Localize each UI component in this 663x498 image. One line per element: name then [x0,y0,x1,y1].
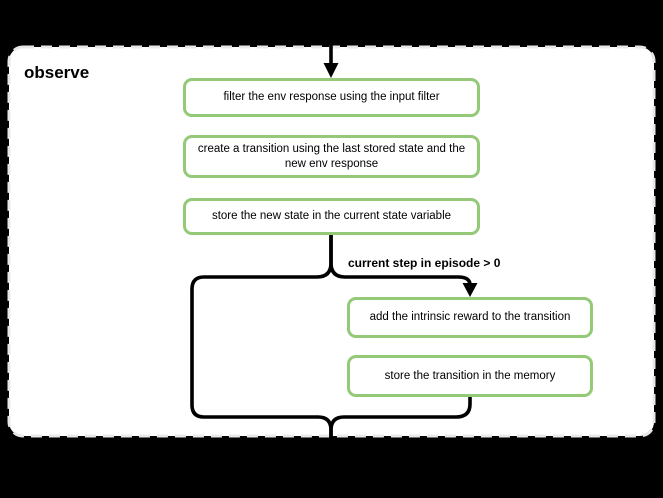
diagram-title: observe [24,63,90,82]
flow-node-store-new-state: store the new state in the current state… [183,198,480,235]
flow-node-create-transition: create a transition using the last store… [183,135,480,178]
edge-merge-exit-line [329,396,472,447]
edge-skip-branch-line [190,234,333,447]
flow-node-filter-env-response: filter the env response using the input … [183,78,480,117]
edge-entry-arrowhead-icon [323,63,339,78]
edge-condition-arrowhead-icon [462,283,478,297]
condition-label: current step in episode > 0 [348,256,501,270]
flow-node-store-transition: store the transition in the memory [347,355,593,397]
flow-node-add-intrinsic-reward: add the intrinsic reward to the transiti… [347,297,593,338]
edge-condition-branch-line [329,234,472,286]
